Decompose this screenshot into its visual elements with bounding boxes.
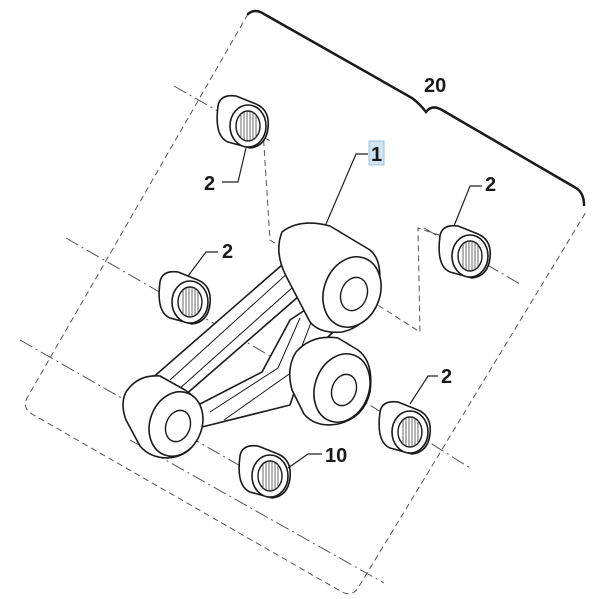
callout-20[interactable]: 20 <box>424 75 446 97</box>
leader-10 <box>287 453 322 469</box>
callout-2-lower-right[interactable]: 2 <box>441 366 452 388</box>
connecting-link[interactable] <box>122 222 391 464</box>
assembly-bracket <box>246 9 586 207</box>
axis-jog-right <box>369 227 443 333</box>
leader-2-right <box>453 185 482 227</box>
leader-2-top <box>222 147 247 183</box>
bushing-right[interactable] <box>438 224 492 279</box>
bushing-lower-right[interactable] <box>378 400 432 455</box>
callout-2-upper-left[interactable]: 2 <box>222 241 233 263</box>
leader-1 <box>325 153 368 225</box>
callout-1-highlight <box>368 140 385 166</box>
axis-line-upper-left <box>65 237 356 406</box>
leader-2-lower-right <box>409 375 438 405</box>
assembly-boundary <box>24 13 587 595</box>
leader-2-upper-left <box>187 251 218 277</box>
callout-2-right[interactable]: 2 <box>485 174 496 196</box>
bushing-top[interactable] <box>216 94 270 149</box>
callout-2-top[interactable]: 2 <box>204 173 215 195</box>
callout-10[interactable]: 10 <box>325 445 347 467</box>
bushing-bottom[interactable] <box>238 444 292 499</box>
axis-line-lower <box>129 439 385 584</box>
bushing-upper-left[interactable] <box>158 270 212 325</box>
callout-1[interactable]: 1 <box>371 144 382 166</box>
